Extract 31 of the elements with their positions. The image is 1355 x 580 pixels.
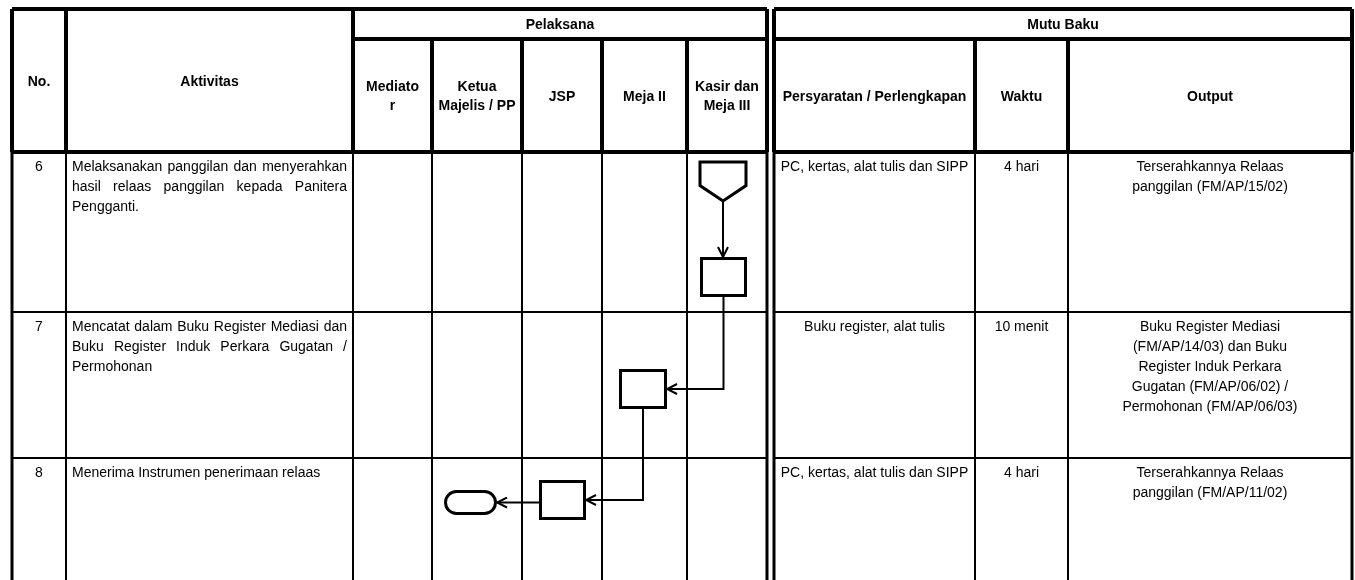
column-header: Meja II <box>622 86 667 106</box>
table-cell-text: Terserahkannya Relaas panggilan (FM/AP/15/02) <box>1131 157 1289 196</box>
arrow <box>496 496 540 509</box>
column-header: Mutu Baku <box>1026 15 1100 34</box>
column-header: Mediator <box>365 77 420 115</box>
column-header: Output <box>1186 86 1234 106</box>
arrow <box>666 296 725 395</box>
table-cell-text: 4 hari <box>1003 157 1040 176</box>
table-cell-text: 6 <box>34 157 44 176</box>
column-header: JSP <box>547 86 577 106</box>
table-cell-text: PC, kertas, alat tulis dan SIPP <box>779 157 970 176</box>
table-cell-text: Terserahkannya Relaas panggilan (FM/AP/11/02) <box>1131 463 1289 502</box>
table-cell-text: Buku register, alat tulis <box>803 317 946 336</box>
column-header: Pelaksana <box>524 15 596 34</box>
table-cell-text: 8 <box>34 463 44 482</box>
table-cell-text: 10 menit <box>993 317 1050 336</box>
table-cell-text: Buku Register Mediasi (FM/AP/14/03) dan Buku Register Induk Perkara Gugatan (FM/AP/06/02) / Permohonan (FM/AP/06/03) <box>1121 317 1299 416</box>
column-header: Waktu <box>999 86 1044 106</box>
column-header: Persyaratan / Perlengkapan <box>781 86 968 106</box>
table-cell-text: Mencatat dalam Buku Register Mediasi dan Buku Register Induk Perkara Gugatan / Permohonan <box>71 317 348 376</box>
table-cell-text: 4 hari <box>1003 463 1040 482</box>
arrow <box>717 201 729 258</box>
table-cell-text: Melaksanakan panggilan dan menyerahkan hasil relaas panggilan kepada Panitera Pengganti. <box>71 157 348 216</box>
column-header: Ketua Majelis / PP <box>437 77 517 115</box>
arrow <box>585 408 644 506</box>
column-header: Aktivitas <box>179 71 240 91</box>
column-header: Kasir dan Meja III <box>694 77 760 115</box>
column-header: No. <box>26 71 52 91</box>
table-cell-text: PC, kertas, alat tulis dan SIPP <box>779 463 970 482</box>
table-cell-text: Menerima Instrumen penerimaan relaas <box>71 463 322 482</box>
table-cell-text: 7 <box>34 317 44 336</box>
